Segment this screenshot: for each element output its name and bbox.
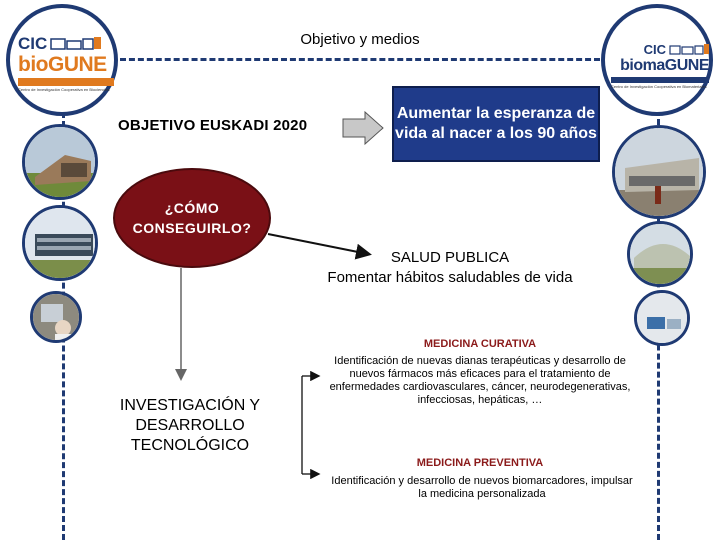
preventive-text: Identificación y desarrollo de nuevos bi… xyxy=(330,475,634,501)
how-oval: ¿CÓMO CONSEGUIRLO? xyxy=(113,168,271,268)
curative-title: MEDICINA CURATIVA xyxy=(330,338,630,350)
public-health-subtitle: Fomentar hábitos saludables de vida xyxy=(300,269,600,286)
rd-label: INVESTIGACIÓN Y DESARROLLO TECNOLÓGICO xyxy=(100,396,280,456)
how-label: ¿CÓMO CONSEGUIRLO? xyxy=(122,198,262,238)
curative-text: Identificación de nuevas dianas terapéut… xyxy=(322,355,638,407)
preventive-title: MEDICINA PREVENTIVA xyxy=(330,457,630,469)
public-health-title: SALUD PUBLICA xyxy=(300,249,600,266)
